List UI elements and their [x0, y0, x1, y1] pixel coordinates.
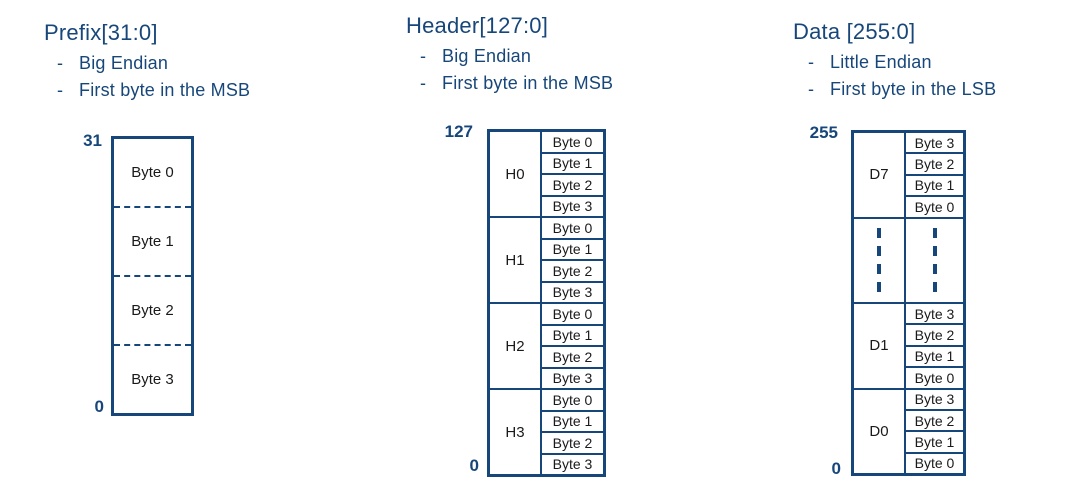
group-label: D7 — [854, 133, 906, 217]
bullet-dash: - — [57, 80, 64, 100]
byte-cell: Byte 1 — [906, 430, 963, 451]
byte-cell: Byte 3 — [914, 134, 955, 151]
header-bullet-endianness: - Big Endian — [420, 43, 613, 70]
data-group-d0: D0 Byte 3 Byte 2 Byte 1 Byte 0 — [854, 387, 963, 474]
data-group-d7: D7 Byte 3 Byte 2 Byte 1 Byte 0 — [854, 133, 963, 217]
data-bullet-list: - Little Endian - First byte in the LSB — [808, 49, 996, 103]
bullet-text: Little Endian — [830, 52, 932, 72]
prefix-byte-cell: Byte 1 — [114, 206, 191, 275]
byte-cell: Byte 0 — [552, 133, 593, 150]
bullet-text: First byte in the MSB — [79, 80, 251, 100]
byte-cell: Byte 3 — [542, 366, 603, 389]
group-label: D1 — [854, 304, 906, 388]
byte-cell: Byte 2 — [542, 259, 603, 281]
group-byte-column: Byte 3 Byte 2 Byte 1 Byte 0 — [906, 390, 963, 474]
prefix-lsb-bit-label: 0 — [94, 397, 104, 416]
header-msb-bit-label: 127 — [444, 122, 473, 141]
byte-cell: Byte 0 — [906, 451, 963, 473]
byte-cell: Byte 2 — [906, 152, 963, 173]
byte-cell: Byte 3 — [542, 452, 603, 475]
bullet-text: First byte in the LSB — [830, 79, 997, 99]
data-lsb-bit-label: 0 — [831, 459, 841, 478]
ellipsis-left-cell — [854, 218, 906, 302]
header-title: Header[127:0] — [406, 13, 549, 38]
header-group-h2: H2 Byte 0 Byte 1 Byte 2 Byte 3 — [490, 302, 603, 388]
prefix-register-box: Byte 0 Byte 1 Byte 2 Byte 3 — [111, 136, 194, 416]
prefix-bullet-endianness: - Big Endian — [57, 50, 250, 77]
byte-cell: Byte 2 — [906, 323, 963, 344]
bullet-dash: - — [57, 53, 64, 73]
header-group-h0: H0 Byte 0 Byte 1 Byte 2 Byte 3 — [490, 132, 603, 216]
ellipsis-right-cell — [906, 219, 963, 303]
group-label: H1 — [490, 218, 542, 302]
vertical-ellipsis-icon — [932, 228, 937, 293]
byte-cell: Byte 1 — [542, 237, 603, 260]
byte-cell: Byte 0 — [552, 391, 593, 408]
byte-cell: Byte 2 — [542, 345, 603, 367]
header-bullet-list: - Big Endian - First byte in the MSB — [420, 43, 613, 97]
group-byte-column: Byte 3 Byte 2 Byte 1 Byte 0 — [906, 133, 963, 217]
byte-cell: Byte 1 — [906, 344, 963, 366]
group-label: H0 — [490, 132, 542, 216]
group-label: H2 — [490, 304, 542, 388]
group-byte-column: Byte 0 Byte 1 Byte 2 Byte 3 — [542, 132, 603, 216]
data-title: Data [255:0] — [793, 19, 916, 44]
bullet-dash: - — [808, 79, 815, 99]
byte-cell: Byte 1 — [542, 151, 603, 174]
group-byte-column: Byte 3 Byte 2 Byte 1 Byte 0 — [906, 304, 963, 388]
bullet-text: Big Endian — [79, 53, 169, 73]
data-register-table: D7 Byte 3 Byte 2 Byte 1 Byte 0 D1 Byte 3… — [851, 130, 966, 476]
bullet-text: First byte in the MSB — [442, 73, 614, 93]
prefix-title: Prefix[31:0] — [44, 20, 158, 45]
header-lsb-bit-label: 0 — [469, 456, 479, 475]
header-group-h3: H3 Byte 0 Byte 1 Byte 2 Byte 3 — [490, 388, 603, 474]
data-ellipsis-group — [854, 216, 963, 303]
vertical-ellipsis-icon — [877, 228, 881, 293]
prefix-bullet-list: - Big Endian - First byte in the MSB — [57, 50, 250, 104]
byte-cell: Byte 2 — [906, 408, 963, 430]
prefix-byte-cell: Byte 2 — [114, 275, 191, 344]
byte-cell: Byte 2 — [542, 431, 603, 453]
data-group-d1: D1 Byte 3 Byte 2 Byte 1 Byte 0 — [854, 302, 963, 388]
group-byte-column: Byte 0 Byte 1 Byte 2 Byte 3 — [542, 304, 603, 388]
header-group-h1: H1 Byte 0 Byte 1 Byte 2 Byte 3 — [490, 216, 603, 302]
header-bullet-byte-order: - First byte in the MSB — [420, 70, 613, 97]
header-register-table: H0 Byte 0 Byte 1 Byte 2 Byte 3 H1 Byte 0… — [487, 129, 606, 477]
data-msb-bit-label: 255 — [809, 123, 838, 142]
bullet-text: Big Endian — [442, 46, 532, 66]
byte-cell: Byte 0 — [906, 366, 963, 387]
byte-cell: Byte 3 — [914, 305, 955, 322]
bullet-dash: - — [420, 73, 427, 93]
byte-cell: Byte 1 — [542, 323, 603, 346]
byte-cell: Byte 3 — [542, 280, 603, 303]
bullet-dash: - — [420, 46, 427, 66]
prefix-byte-cell: Byte 0 — [131, 164, 174, 181]
byte-cell: Byte 0 — [552, 305, 593, 322]
byte-cell: Byte 1 — [906, 173, 963, 195]
group-byte-column: Byte 0 Byte 1 Byte 2 Byte 3 — [542, 218, 603, 302]
byte-cell: Byte 3 — [542, 194, 603, 217]
prefix-byte-cell: Byte 3 — [114, 344, 191, 413]
group-label: H3 — [490, 390, 542, 474]
byte-cell: Byte 0 — [552, 219, 593, 236]
bullet-dash: - — [808, 52, 815, 72]
prefix-msb-bit-label: 31 — [83, 131, 102, 150]
byte-cell: Byte 2 — [542, 173, 603, 195]
data-bullet-byte-order: - First byte in the LSB — [808, 76, 996, 103]
data-bullet-endianness: - Little Endian — [808, 49, 996, 76]
byte-cell: Byte 1 — [542, 409, 603, 432]
prefix-bullet-byte-order: - First byte in the MSB — [57, 77, 250, 104]
byte-cell: Byte 0 — [906, 195, 963, 216]
group-byte-column: Byte 0 Byte 1 Byte 2 Byte 3 — [542, 390, 603, 474]
group-label: D0 — [854, 389, 906, 473]
byte-cell: Byte 3 — [914, 391, 955, 408]
